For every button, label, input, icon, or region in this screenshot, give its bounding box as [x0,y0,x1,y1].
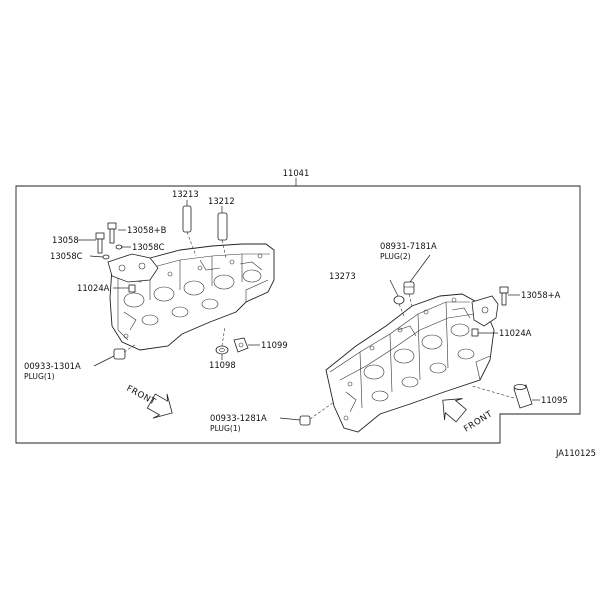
seal-11098 [215,325,229,355]
callout-plug1-right: PLUG(1) [210,424,241,433]
front-arrow-left: FRONT [125,384,173,419]
bolt-13058 [95,232,105,254]
washer-13058c [102,244,123,260]
callout-11024a-right: 11024A [499,328,532,338]
part-11099 [233,337,249,353]
callout-plug2: PLUG(2) [380,252,411,261]
callout-13058-b: 13058+B [127,225,167,235]
callout-13058: 13058 [52,235,79,245]
part-13273 [393,295,405,317]
callout-13058c-right: 13058C [132,242,165,252]
callout-13058-a: 13058+A [521,290,561,300]
callout-11098: 11098 [209,360,236,370]
plug-08931-7181a [403,281,415,307]
assembly-number-label: 11041 [283,168,310,178]
callout-00933-1281a: 00933-1281A [210,413,267,423]
callout-11095: 11095 [541,395,568,405]
plug-00933-1301a [113,343,137,360]
front-label-left: FRONT [125,384,158,408]
tube-13212 [217,212,228,259]
callout-plug1-left: PLUG(1) [24,372,55,381]
front-label-right: FRONT [462,409,495,434]
callout-00933-1301a: 00933-1301A [24,361,81,371]
right-cylinder-head [325,293,495,433]
callout-13213: 13213 [172,189,199,199]
callout-13212: 13212 [208,196,235,206]
callout-11099: 11099 [261,340,288,350]
front-arrow-right: FRONT [442,398,495,435]
bolt-13058-b [107,222,117,244]
plug-00933-1281a [299,401,335,426]
tube-11095 [471,384,533,409]
dowel-11024a-right [471,328,479,337]
bracket-13058c [107,253,159,283]
dowel-11024a-left [128,284,136,293]
bracket-right [471,295,499,327]
bolt-13058-a [499,286,509,306]
diagram-code: JA110125 [555,448,596,458]
callout-13273: 13273 [329,271,356,281]
callout-13058c-left: 13058C [50,251,83,261]
callout-11024a-left: 11024A [77,283,110,293]
assembly-frame [15,185,581,444]
callout-08931-7181a: 08931-7181A [380,241,437,251]
